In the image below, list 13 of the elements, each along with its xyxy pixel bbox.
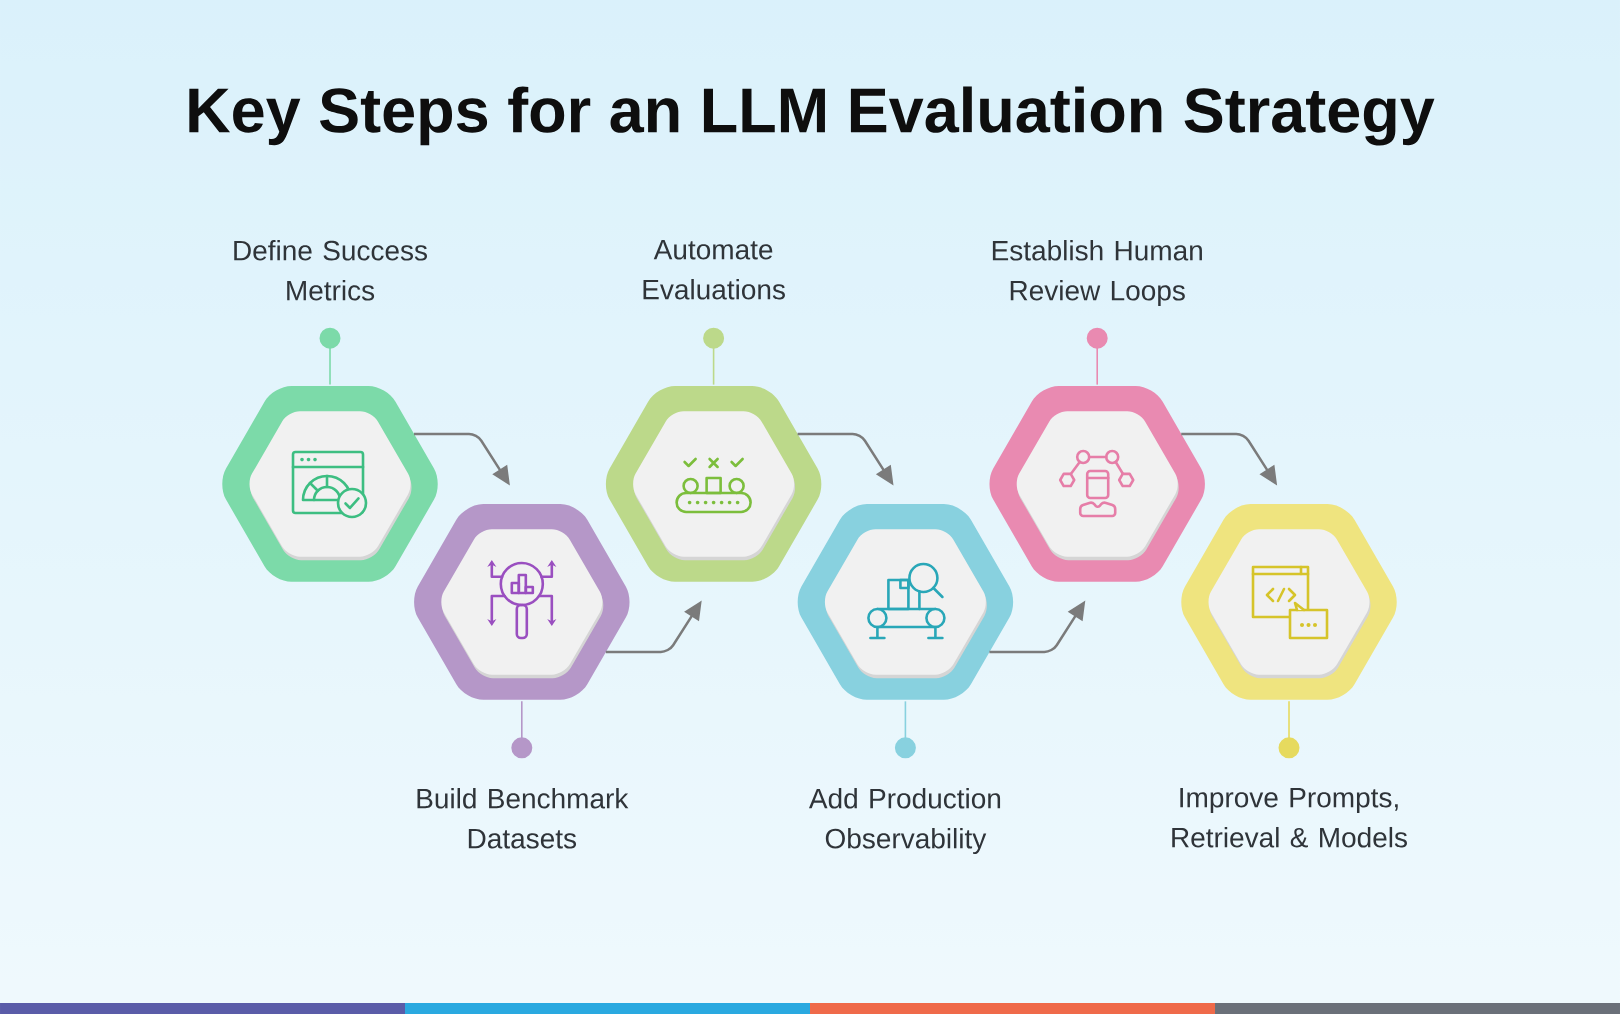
step-label: Establish Human Review Loops <box>992 240 1202 307</box>
leader-line <box>319 327 341 386</box>
leader-line <box>1086 327 1108 386</box>
leader-line <box>1278 700 1300 759</box>
leader-line <box>703 327 725 386</box>
step-label: Add Production Observability <box>808 788 1001 855</box>
step-label: Improve Prompts, Retrieval & Models <box>1172 788 1407 848</box>
step-label: Define Success Metrics <box>234 240 427 301</box>
step-label: Automate Evaluations <box>643 240 785 300</box>
leader-line <box>511 700 533 759</box>
leader-line <box>894 700 916 759</box>
step-label: Build Benchmark Datasets <box>417 788 629 849</box>
title: Key Steps for an LLM Evaluation Strategy <box>189 86 1435 146</box>
